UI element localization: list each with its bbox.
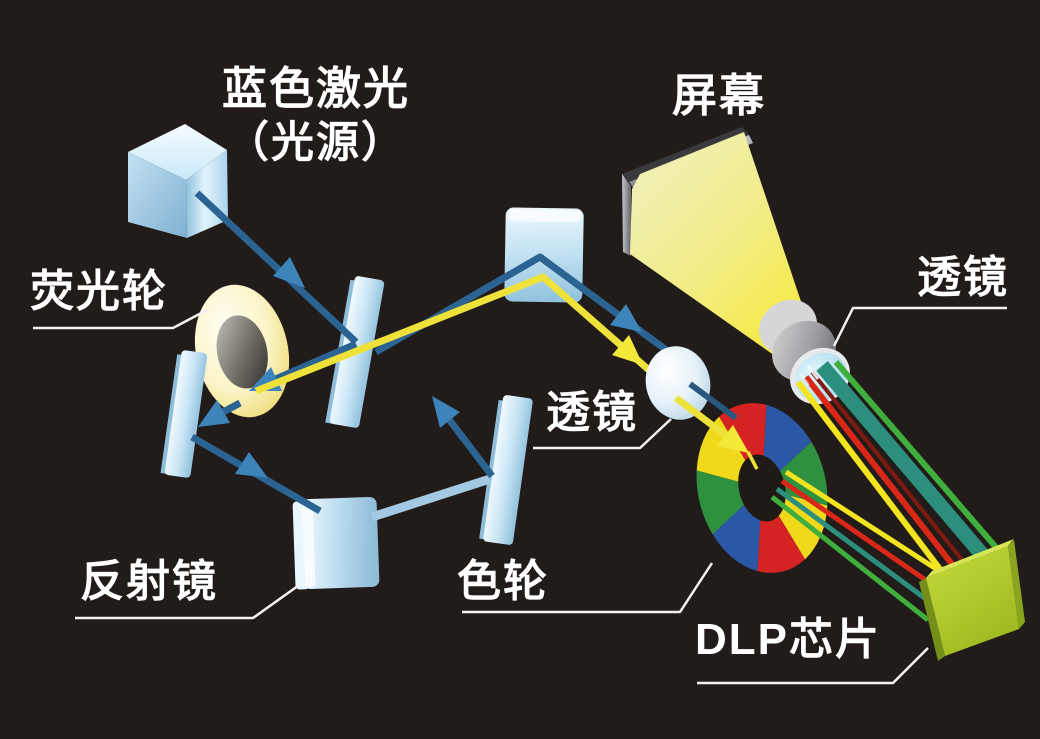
label-laser-source-line1: 蓝色激光 [222,63,410,114]
fold-plate-left-face [164,350,208,478]
stripe-red [803,375,965,579]
combiner-mirror-highlight [508,209,581,223]
beam-arrow [717,425,749,453]
fold-plate-right [479,395,533,545]
beam-arrow [235,452,268,478]
leader-lines [33,306,1007,685]
lens-face-streak [799,372,810,386]
labels: 蓝色激光 （光源） 屏幕 荧光轮 透镜 透镜 反射镜 色轮 DLP芯片 [30,63,1009,664]
blue-beam-to-color-wheel [688,381,738,421]
laser-cube-left-face [128,152,187,238]
screen [622,127,818,358]
leader-relay-lens [533,418,672,450]
color-wheel-hub-hole [738,454,786,522]
label-color-wheel: 色轮 [457,557,549,606]
lens-face-streak [806,365,820,380]
yellow-beam-path [254,273,677,395]
beam-reflector-to-right-plate [370,474,492,522]
leader-reflector [75,581,303,620]
beam-dichroic-to-wheel [260,340,358,389]
screen-frame-dark-edge [622,127,749,182]
beam-arrow [198,400,230,427]
dlp-chip-right-side [1008,540,1025,629]
beam-arrow [432,396,460,428]
leader-dlp-chip [697,647,929,685]
wheel-to-chip-beams [770,469,946,622]
stripe-yellow [784,469,946,577]
dlp-chip-front-face [926,546,1019,656]
beam-arrow [610,304,642,332]
fold-plate-right-face [483,395,533,545]
stripe-yellow [795,380,955,587]
stripe-teal [816,361,991,563]
beam-right-plate-up [442,411,495,479]
dlp-chip [919,539,1025,661]
stripe-teal [775,486,936,608]
leader-color-wheel [462,562,714,614]
label-phosphor-wheel: 荧光轮 [30,267,168,316]
dlp-chip-left-side [919,578,945,661]
reflector-mirror [292,496,380,590]
label-dlp-chip: DLP芯片 [695,615,881,664]
reflector-mirror-highlight [302,501,316,588]
reflector-mirror-face [300,496,380,590]
laser-cube-top-face [128,124,227,180]
leader-phosphor-wheel [33,308,208,330]
stripe-green [833,360,1003,554]
stripe-maroon [810,370,972,572]
fold-plate-left [160,350,208,478]
chip-to-lens-beams [795,360,1003,587]
screen-frame-left-edge [622,174,631,256]
beam-laser-to-dichroic [194,190,359,345]
label-projection-lens: 透镜 [917,253,1009,302]
label-reflector: 反射镜 [80,557,218,606]
stripe-green [770,495,930,622]
projected-light-cone [630,132,818,358]
yellow-beam-into-hub [746,451,759,470]
relay-lens [645,346,711,420]
label-laser-source-line2: （光源） [226,119,406,167]
stripe-red [780,478,942,593]
beam-arrow [273,257,305,288]
dlp-chip-top-face [926,539,1014,578]
leader-projection-lens [832,306,1007,347]
phosphor-wheel-hub [216,315,268,389]
label-relay-lens: 透镜 [546,388,638,437]
label-screen: 屏幕 [672,70,766,121]
beam-arrow [612,335,643,365]
post-lens-beams [673,381,759,470]
